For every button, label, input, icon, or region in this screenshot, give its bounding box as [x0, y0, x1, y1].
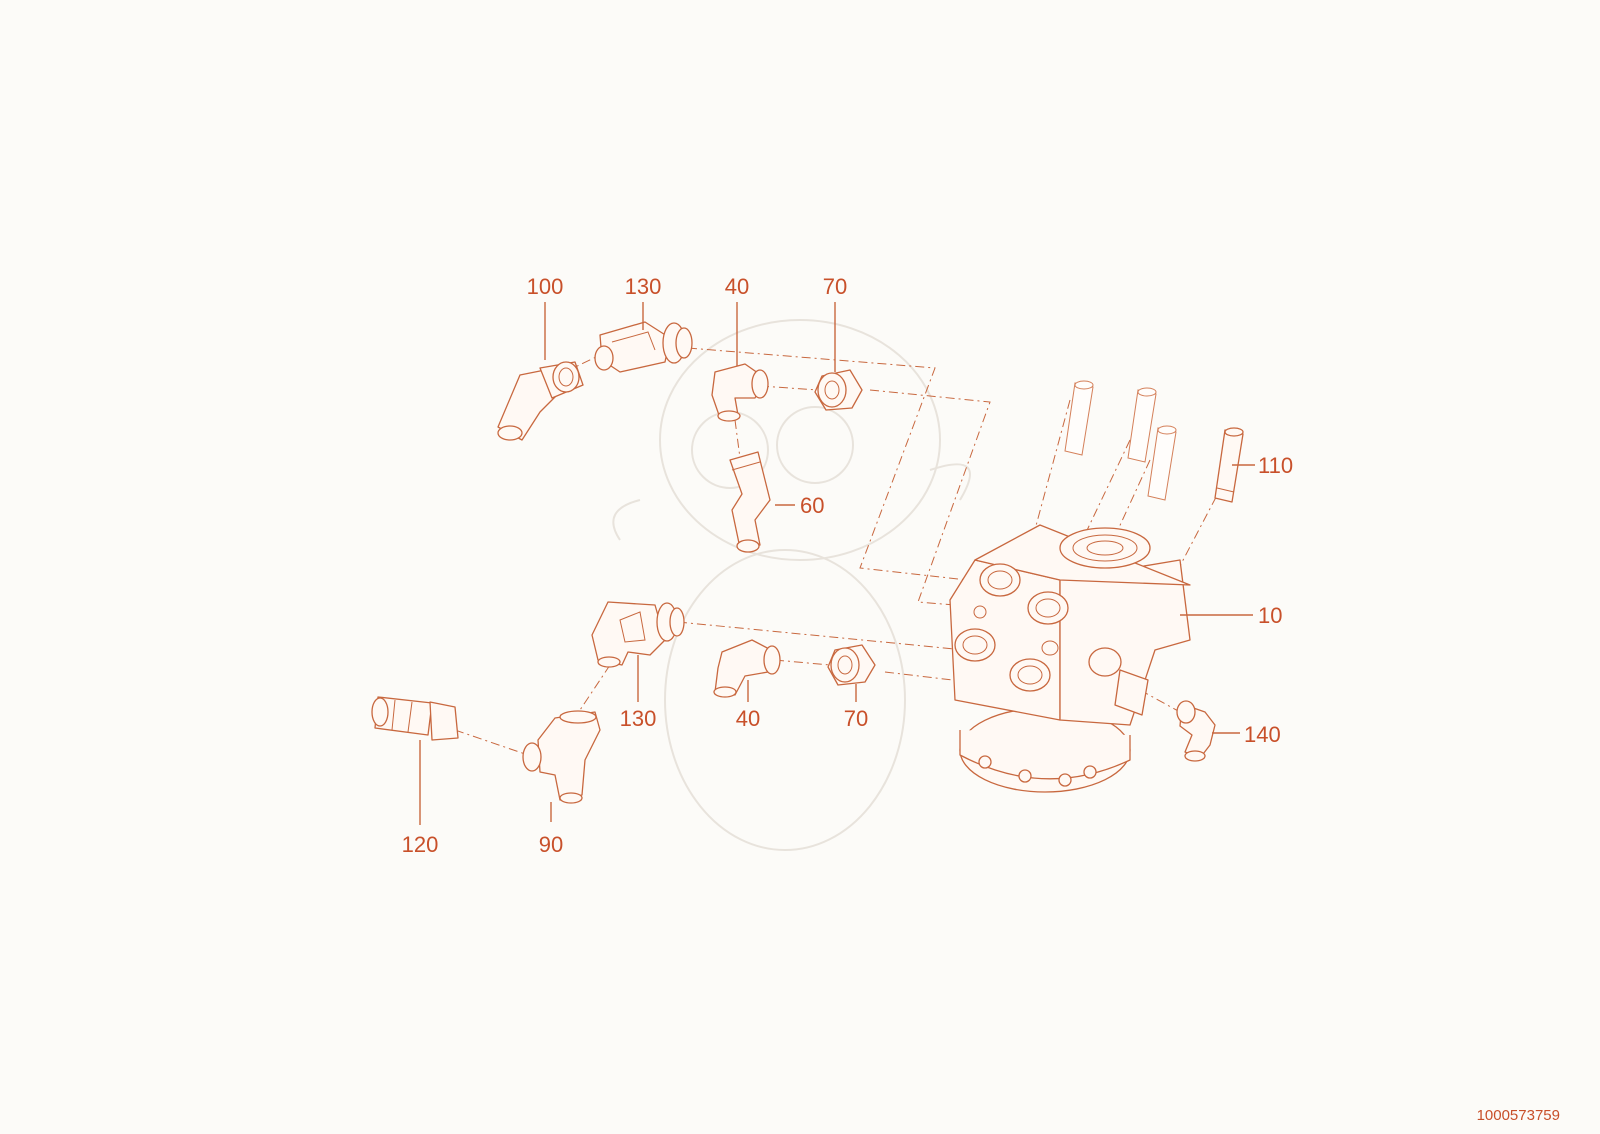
watermark-figure — [612, 319, 971, 851]
callout-70-top: 70 — [823, 274, 847, 299]
callout-100: 100 — [527, 274, 564, 299]
angled-fitting-part-130-top[interactable] — [594, 321, 693, 373]
valve-block-part-10[interactable] — [949, 524, 1191, 793]
callout-120: 120 — [402, 832, 439, 857]
nut-part-70-bottom[interactable] — [827, 644, 876, 686]
angled-fitting-part-130-bottom[interactable] — [591, 601, 685, 668]
callout-130-top: 130 — [625, 274, 662, 299]
elbow-part-40-bottom[interactable] — [713, 639, 781, 698]
nut-part-70-top[interactable] — [814, 369, 863, 411]
callout-90: 90 — [539, 832, 563, 857]
callout-60: 60 — [800, 493, 824, 518]
leader-lines — [419, 302, 1255, 825]
elbow-part-140[interactable] — [1176, 700, 1216, 762]
callout-110: 110 — [1258, 453, 1293, 478]
pin-part-110[interactable] — [1064, 380, 1244, 503]
callout-10: 10 — [1258, 603, 1282, 628]
callout-70-bottom: 70 — [844, 706, 868, 731]
elbow-fitting-part-100[interactable] — [497, 361, 584, 441]
tee-fitting-part-90[interactable] — [522, 710, 601, 804]
callout-140: 140 — [1244, 722, 1281, 747]
callout-130-bottom: 130 — [620, 706, 657, 731]
elbow-part-60[interactable] — [729, 451, 771, 553]
callout-40-bottom: 40 — [736, 706, 760, 731]
elbow-part-40-top[interactable] — [711, 363, 769, 422]
sensor-part-120[interactable] — [371, 696, 459, 741]
document-number: 1000573759 — [1477, 1107, 1560, 1124]
callout-40-top: 40 — [725, 274, 749, 299]
callout-labels: 100 130 40 70 60 110 10 130 40 70 140 12… — [402, 274, 1293, 857]
